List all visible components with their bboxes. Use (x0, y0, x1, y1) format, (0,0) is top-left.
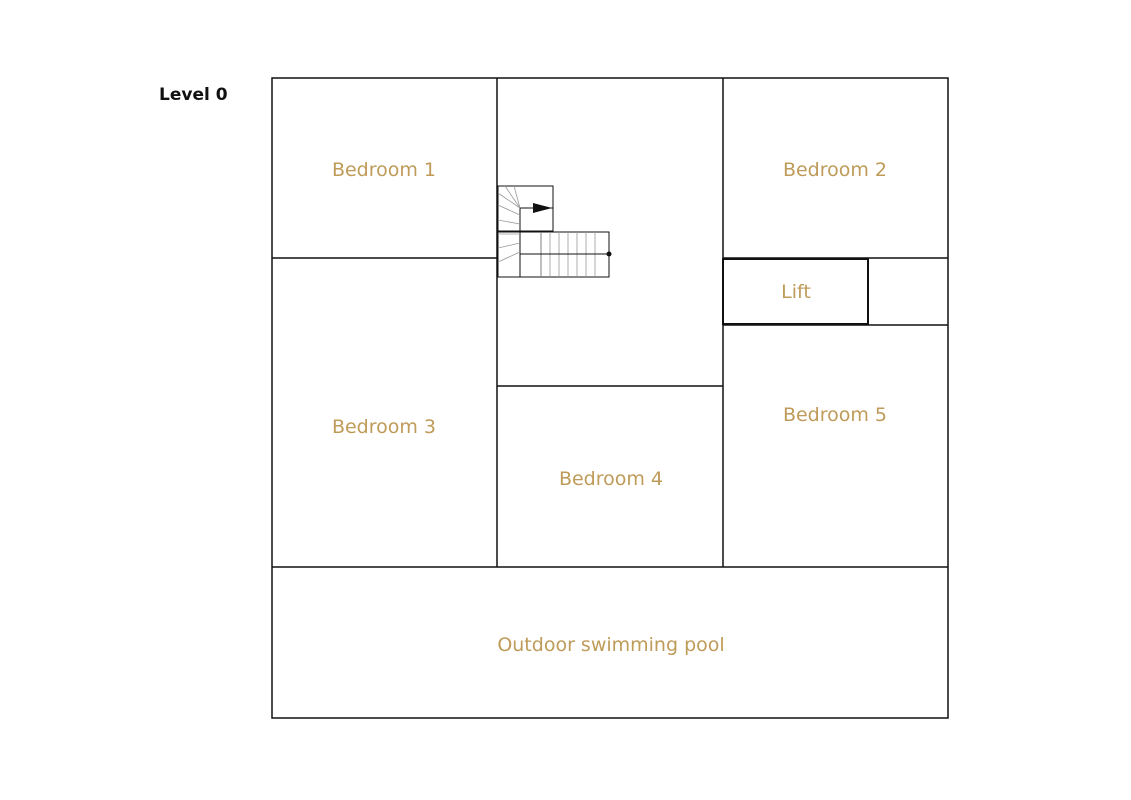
room-label-bedroom-3: Bedroom 3 (332, 416, 436, 438)
room-label-bedroom-4: Bedroom 4 (559, 468, 663, 490)
stair-direction-arrow-icon (533, 203, 552, 213)
outer-wall (271, 77, 949, 719)
staircase-icon (497, 185, 612, 278)
room-label-bedroom-2: Bedroom 2 (783, 159, 887, 181)
room-label-pool: Outdoor swimming pool (497, 634, 724, 656)
room-label-lift: Lift (781, 281, 811, 303)
room-label-bedroom-5: Bedroom 5 (783, 404, 887, 426)
level-title: Level 0 (159, 85, 228, 105)
room-label-bedroom-1: Bedroom 1 (332, 159, 436, 181)
lift-shaft (722, 258, 869, 325)
